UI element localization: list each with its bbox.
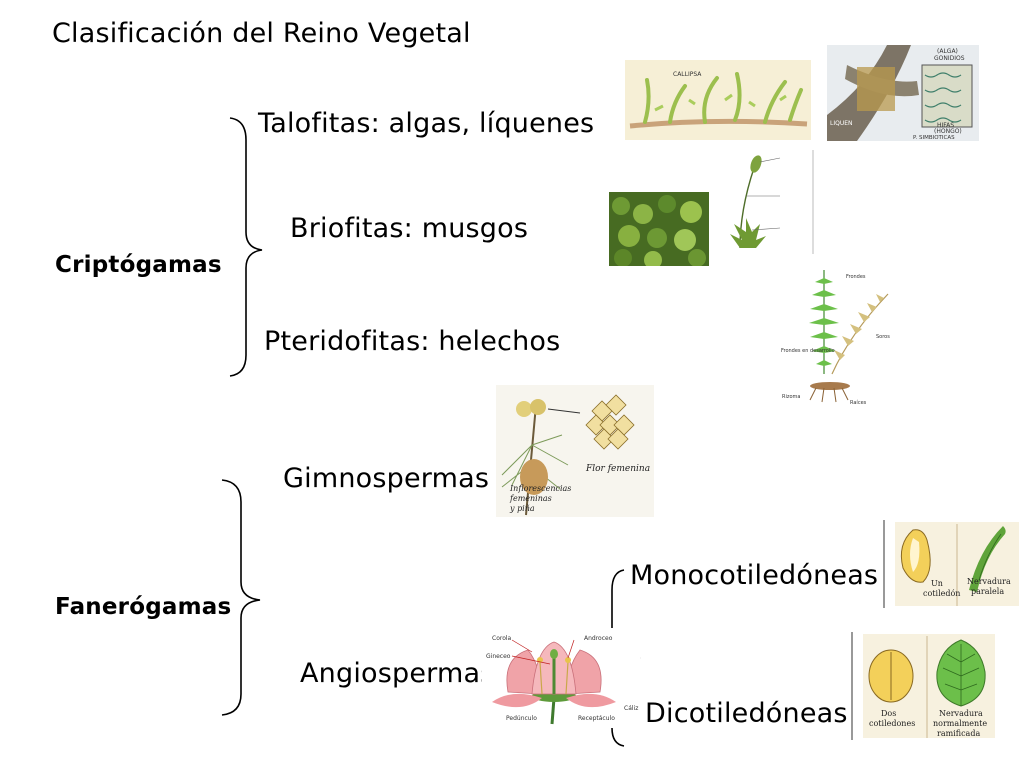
dico-label-dos: Dos bbox=[881, 709, 896, 718]
fern-label-soros: Soros bbox=[876, 334, 890, 340]
mono-label-un: Un bbox=[931, 579, 943, 588]
mono-label-cotiledon: cotiledón bbox=[923, 589, 960, 598]
moss-diagram bbox=[710, 150, 814, 254]
flower-label-gineceo: Gineceo bbox=[486, 653, 511, 660]
lichen-illustration: (ALGA) GONIDIOS HIFAS (HONGO) LIQUEN P. … bbox=[827, 45, 979, 141]
fern-label-frondes: Frondes bbox=[846, 274, 866, 280]
lichen-label-hifas: HIFAS bbox=[937, 122, 954, 129]
lichen-label-alga: (ALGA) bbox=[937, 48, 958, 55]
flower-label-corola: Corola bbox=[492, 635, 512, 642]
gymno-label-femeninas: femeninas bbox=[509, 494, 552, 503]
fern-label-frondes-desarrollo: Frondes en desarrollo bbox=[781, 348, 835, 354]
item-talofitas: Talofitas: algas, líquenes bbox=[258, 108, 595, 139]
item-briofitas: Briofitas: musgos bbox=[290, 213, 529, 244]
gymno-label-pina: y piña bbox=[509, 504, 535, 513]
gymno-label-inflorescencias: Inflorescencias bbox=[509, 484, 571, 493]
lichen-label-gonidios: GONIDIOS bbox=[934, 55, 965, 62]
item-angiospermas: Angiospermas bbox=[300, 658, 495, 689]
lichen-label-simbioticas: P. SIMBIOTICAS bbox=[913, 135, 955, 141]
dicot-illustration: Dos cotiledones Nervadura normalmente ra… bbox=[851, 632, 997, 740]
item-pteridofitas: Pteridofitas: helechos bbox=[264, 326, 561, 357]
gymnosperm-illustration: Flor femenina Inflorescencias femeninas … bbox=[496, 385, 654, 517]
dico-label-cotiledones: cotiledones bbox=[869, 719, 915, 728]
flower-label-receptaculo: Receptáculo bbox=[578, 715, 615, 722]
flower-label-pedunculo: Pedúnculo bbox=[506, 715, 537, 722]
dico-label-normalmente: normalmente bbox=[933, 719, 987, 728]
lichen-label-hongo: (HONGO) bbox=[934, 128, 962, 135]
group-label-criptogamas: Criptógamas bbox=[55, 252, 222, 278]
monocot-illustration: Un cotiledón Nervadura paralela bbox=[883, 520, 1023, 608]
page-title: Clasificación del Reino Vegetal bbox=[52, 18, 471, 49]
algae-label: CALLIPSA bbox=[673, 71, 702, 78]
flower-diagram: Corola Androceo Gineceo Pedúnculo Recept… bbox=[482, 628, 640, 728]
dico-label-nervadura: Nervadura bbox=[939, 709, 983, 718]
mono-label-paralela: paralela bbox=[971, 587, 1004, 596]
fern-label-raices: Raíces bbox=[850, 399, 867, 406]
algae-illustration: CALLIPSA bbox=[625, 60, 811, 140]
mono-label-nervadura: Nervadura bbox=[967, 577, 1011, 586]
item-dicotiledoneas: Dicotiledóneas bbox=[645, 698, 848, 729]
item-monocotiledoneas: Monocotiledóneas bbox=[630, 560, 879, 591]
lichen-label-liquen: LIQUEN bbox=[830, 120, 853, 127]
item-gimnospermas: Gimnospermas bbox=[283, 463, 490, 494]
flower-label-androceo: Androceo bbox=[584, 635, 613, 642]
fern-label-rizoma: Rizoma bbox=[782, 394, 800, 400]
brace-criptogamas bbox=[229, 117, 263, 377]
fern-diagram: Frondes Soros Frondes en desarrollo Rizo… bbox=[780, 264, 898, 406]
dico-label-ramificada: ramificada bbox=[937, 729, 980, 738]
gymno-label-flor: Flor femenina bbox=[585, 464, 650, 474]
moss-photo bbox=[609, 192, 709, 266]
group-label-fanerogamas: Fanerógamas bbox=[55, 594, 232, 620]
flower-label-caliz: Cáliz bbox=[624, 705, 638, 712]
